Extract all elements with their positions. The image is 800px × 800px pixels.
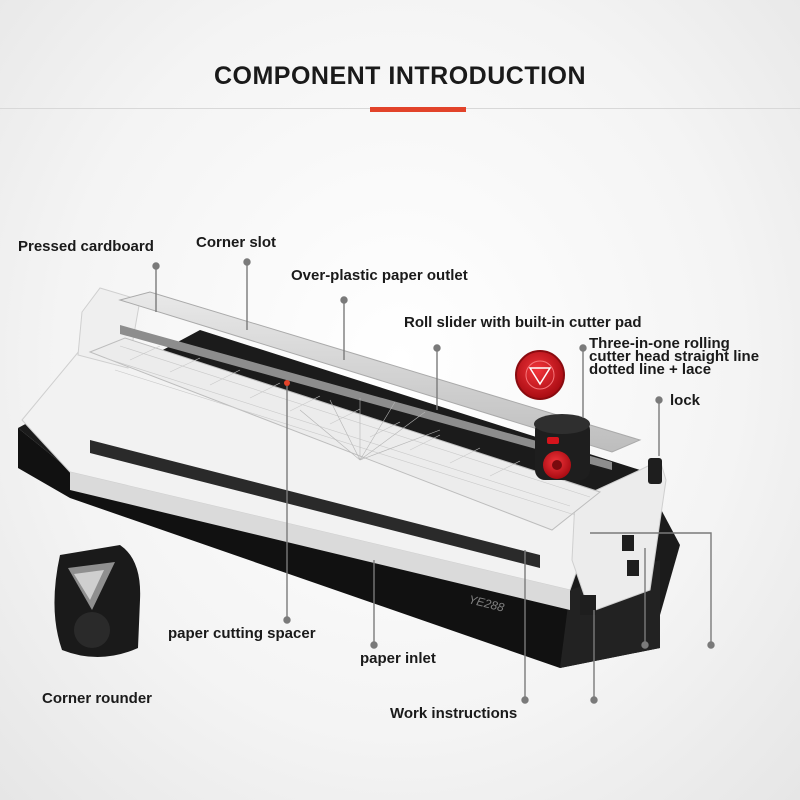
label-cutter-head: Three-in-one rolling cutter head straigh… (589, 335, 760, 378)
laminator-body (21, 349, 601, 610)
corner-rounder-illustration (54, 545, 141, 658)
label-roll-slider: Roll slider with built-in cutter pad (404, 314, 642, 331)
cutter-head[interactable] (534, 414, 590, 480)
callout-lines (152, 258, 715, 704)
label-work-instructions: Work instructions (390, 705, 518, 722)
label-corner-slot: Corner slot (196, 234, 277, 251)
cutting-mat (88, 337, 602, 531)
label-paper-outlet: Over-plastic paper outlet (291, 267, 468, 284)
spacer-marker-dot (284, 380, 290, 386)
label-corner-rounder: Corner rounder (42, 690, 153, 707)
side-panel-right (571, 459, 667, 615)
label-cutting-spacer: paper cutting spacer (168, 625, 316, 642)
label-paper-inlet: paper inlet (360, 650, 436, 667)
cutter-disc-detail (515, 350, 565, 400)
page-title: COMPONENT INTRODUCTION (213, 62, 587, 90)
lock-switch[interactable] (648, 458, 662, 484)
top-rail (118, 291, 642, 470)
label-cutter-head-line3: dotted line + lace (589, 361, 712, 378)
label-cutter-head-line1: Three-in-one rolling (589, 335, 730, 352)
label-cutter-head-line2: cutter head straight line (589, 348, 760, 365)
label-lock: lock (670, 392, 701, 409)
label-pressed-cardboard: Pressed cardboard (18, 238, 154, 255)
title-accent-bar (370, 107, 466, 112)
